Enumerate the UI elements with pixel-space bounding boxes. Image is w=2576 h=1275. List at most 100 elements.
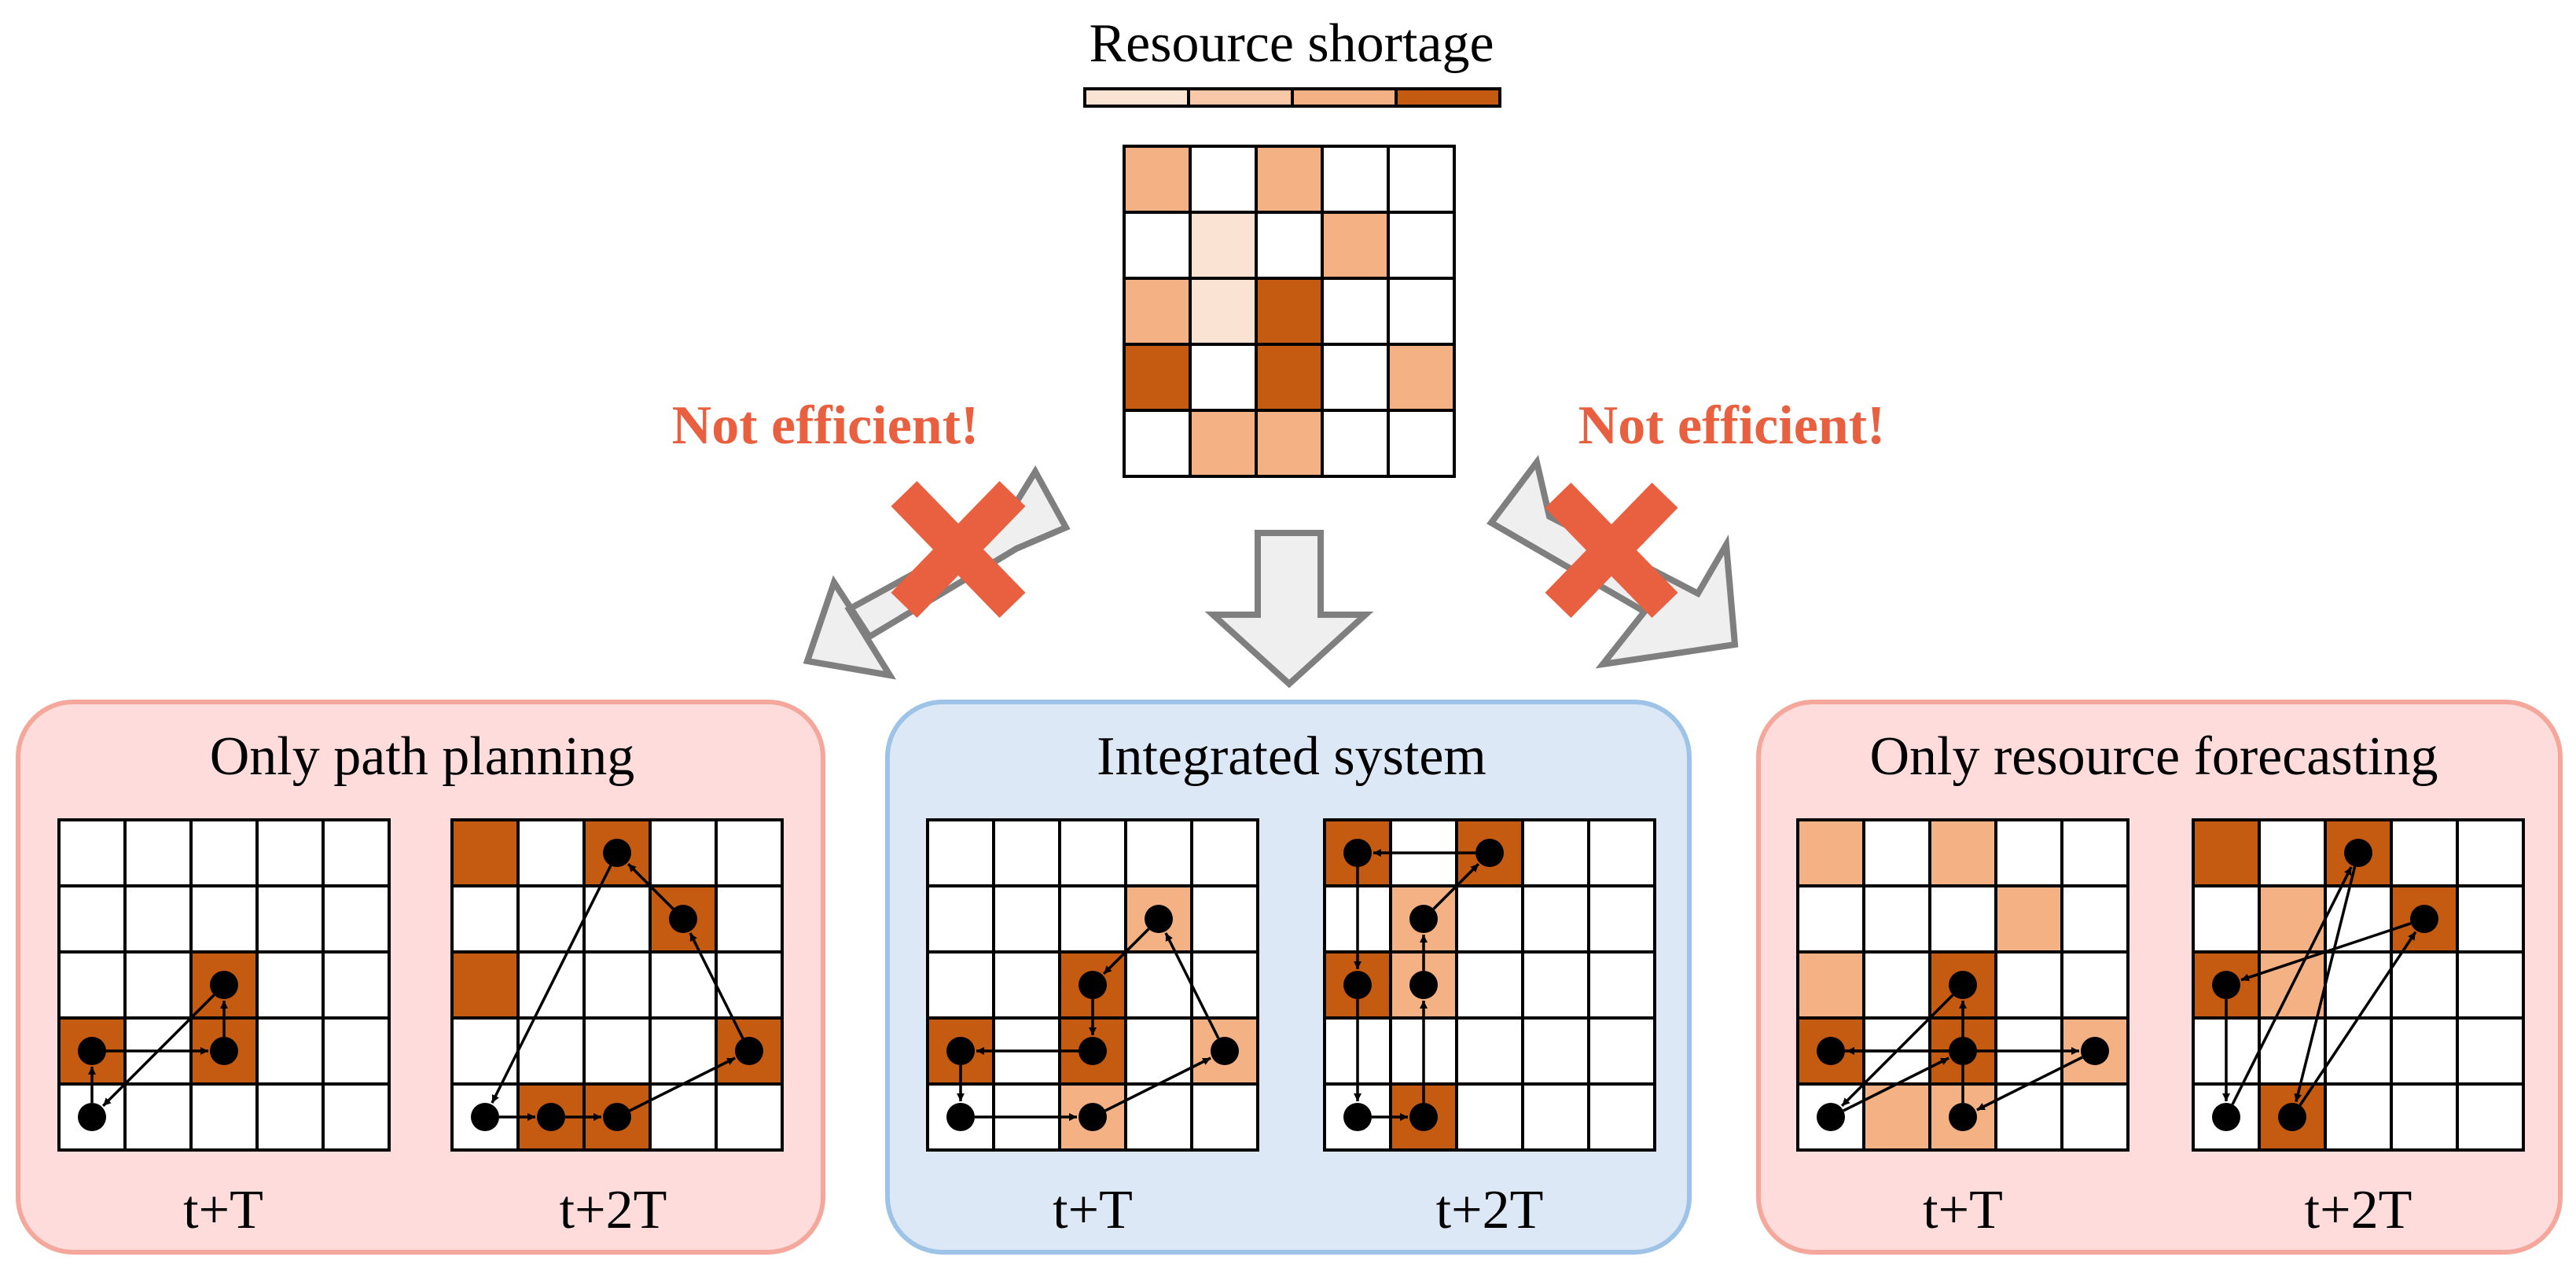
grid-cell	[2456, 818, 2525, 887]
grid-cell	[1862, 884, 1931, 953]
grid-cell	[1255, 277, 1324, 346]
agent-node	[1145, 905, 1173, 933]
grid-cell	[450, 1016, 520, 1086]
grid-cell	[926, 884, 995, 953]
grid-cell	[322, 1016, 391, 1086]
agent-node	[1079, 1037, 1107, 1065]
grid-cell	[189, 818, 259, 887]
agent-node	[1211, 1037, 1239, 1065]
top-resource-grid	[1123, 145, 1456, 478]
grid-cell	[1387, 409, 1456, 478]
grid-cell	[649, 950, 718, 1020]
grid-cell	[1862, 818, 1931, 887]
grid-cell	[926, 950, 995, 1020]
grid-cell	[1189, 409, 1258, 478]
grid-cell	[450, 884, 520, 953]
agent-node	[603, 839, 631, 867]
grid-cell	[2258, 818, 2327, 887]
grid-cell	[255, 1082, 325, 1152]
center-down-arrow	[1204, 530, 1374, 689]
grid-t-plus-2t	[450, 818, 784, 1152]
agent-node	[1343, 1103, 1372, 1131]
path-arrow	[1843, 1056, 1949, 1112]
agent-node	[1409, 971, 1438, 999]
time-label-t-plus-2t: t+2T	[1436, 1180, 1544, 1240]
legend-title: Resource shortage	[1089, 13, 1494, 74]
grid-cell	[2456, 1016, 2525, 1086]
agent-node	[471, 1103, 499, 1131]
grid-cell	[57, 950, 127, 1020]
grid-cell	[649, 1016, 718, 1086]
agent-node	[1949, 1103, 1977, 1131]
grid-cell	[1587, 818, 1656, 887]
grid-t-plus-t	[1796, 818, 2130, 1152]
grid-cell	[582, 884, 652, 953]
legend-level-2	[1187, 87, 1294, 108]
grid-cell	[1521, 1016, 1590, 1086]
grid-cell	[516, 1016, 586, 1086]
grid-cell	[1189, 277, 1258, 346]
path-arrow	[2294, 866, 2357, 1103]
agent-node	[2410, 905, 2438, 933]
grid-cell	[1123, 277, 1192, 346]
path-arrow	[1432, 862, 1480, 910]
agent-node	[1949, 971, 1977, 999]
grid-cell	[1124, 1082, 1193, 1152]
agent-node	[2278, 1103, 2306, 1131]
grid-cell	[1124, 950, 1193, 1020]
legend-color-bar	[1083, 87, 1501, 108]
grid-cell	[1862, 950, 1931, 1020]
agent-node	[2081, 1037, 2109, 1065]
path-arrow	[1102, 928, 1150, 976]
grid-cell	[123, 1082, 193, 1152]
panel-integrated-system: Integrated system t+T t+2T	[885, 700, 1692, 1255]
time-label-t-plus-t: t+T	[1053, 1180, 1133, 1240]
grid-cell	[255, 1016, 325, 1086]
agent-node	[1409, 905, 1438, 933]
path-arrow	[1840, 994, 1954, 1108]
grid-cell	[2456, 884, 2525, 953]
grid-cell	[2390, 950, 2459, 1020]
time-label-t-plus-t: t+T	[1923, 1180, 2003, 1240]
grid-cell	[1387, 277, 1456, 346]
path-arrow	[2299, 931, 2417, 1106]
grid-cell	[1189, 145, 1258, 214]
grid-cell	[992, 950, 1061, 1020]
grid-cell	[1321, 145, 1390, 214]
grid-cell	[1521, 950, 1590, 1020]
grid-cell	[2060, 818, 2130, 887]
grid-cell	[1587, 1016, 1656, 1086]
path-arrow	[491, 865, 612, 1104]
path-arrow	[629, 1056, 736, 1112]
grid-cell	[1994, 1082, 2063, 1152]
grid-cell	[123, 818, 193, 887]
grid-cell	[1521, 818, 1590, 887]
grid-cell	[1455, 1016, 1524, 1086]
grid-cell	[1387, 343, 1456, 412]
grid-cell	[1124, 1016, 1193, 1086]
agent-node	[603, 1103, 631, 1131]
agent-node	[735, 1037, 763, 1065]
grid-cell	[649, 1082, 718, 1152]
grid-cell	[582, 1016, 652, 1086]
agent-node	[946, 1103, 975, 1131]
grid-cell	[1994, 818, 2063, 887]
legend-level-4	[1395, 87, 1501, 108]
grid-cell	[57, 884, 127, 953]
agent-node	[1343, 839, 1372, 867]
agent-node	[1409, 1103, 1438, 1131]
grid-cell	[255, 950, 325, 1020]
left-cross-icon	[891, 480, 1026, 619]
grid-cell	[1255, 145, 1324, 214]
grid-cell	[1455, 1082, 1524, 1152]
legend-level-3	[1291, 87, 1398, 108]
grid-cell	[2060, 1082, 2130, 1152]
time-label-t-plus-t: t+T	[183, 1180, 263, 1240]
path-arrow	[627, 862, 674, 910]
grid-cell	[1928, 884, 1997, 953]
grid-cell	[255, 818, 325, 887]
grid-cell	[123, 884, 193, 953]
grid-cell	[2456, 1082, 2525, 1152]
grid-cell	[926, 818, 995, 887]
time-label-t-plus-2t: t+2T	[2305, 1180, 2412, 1240]
